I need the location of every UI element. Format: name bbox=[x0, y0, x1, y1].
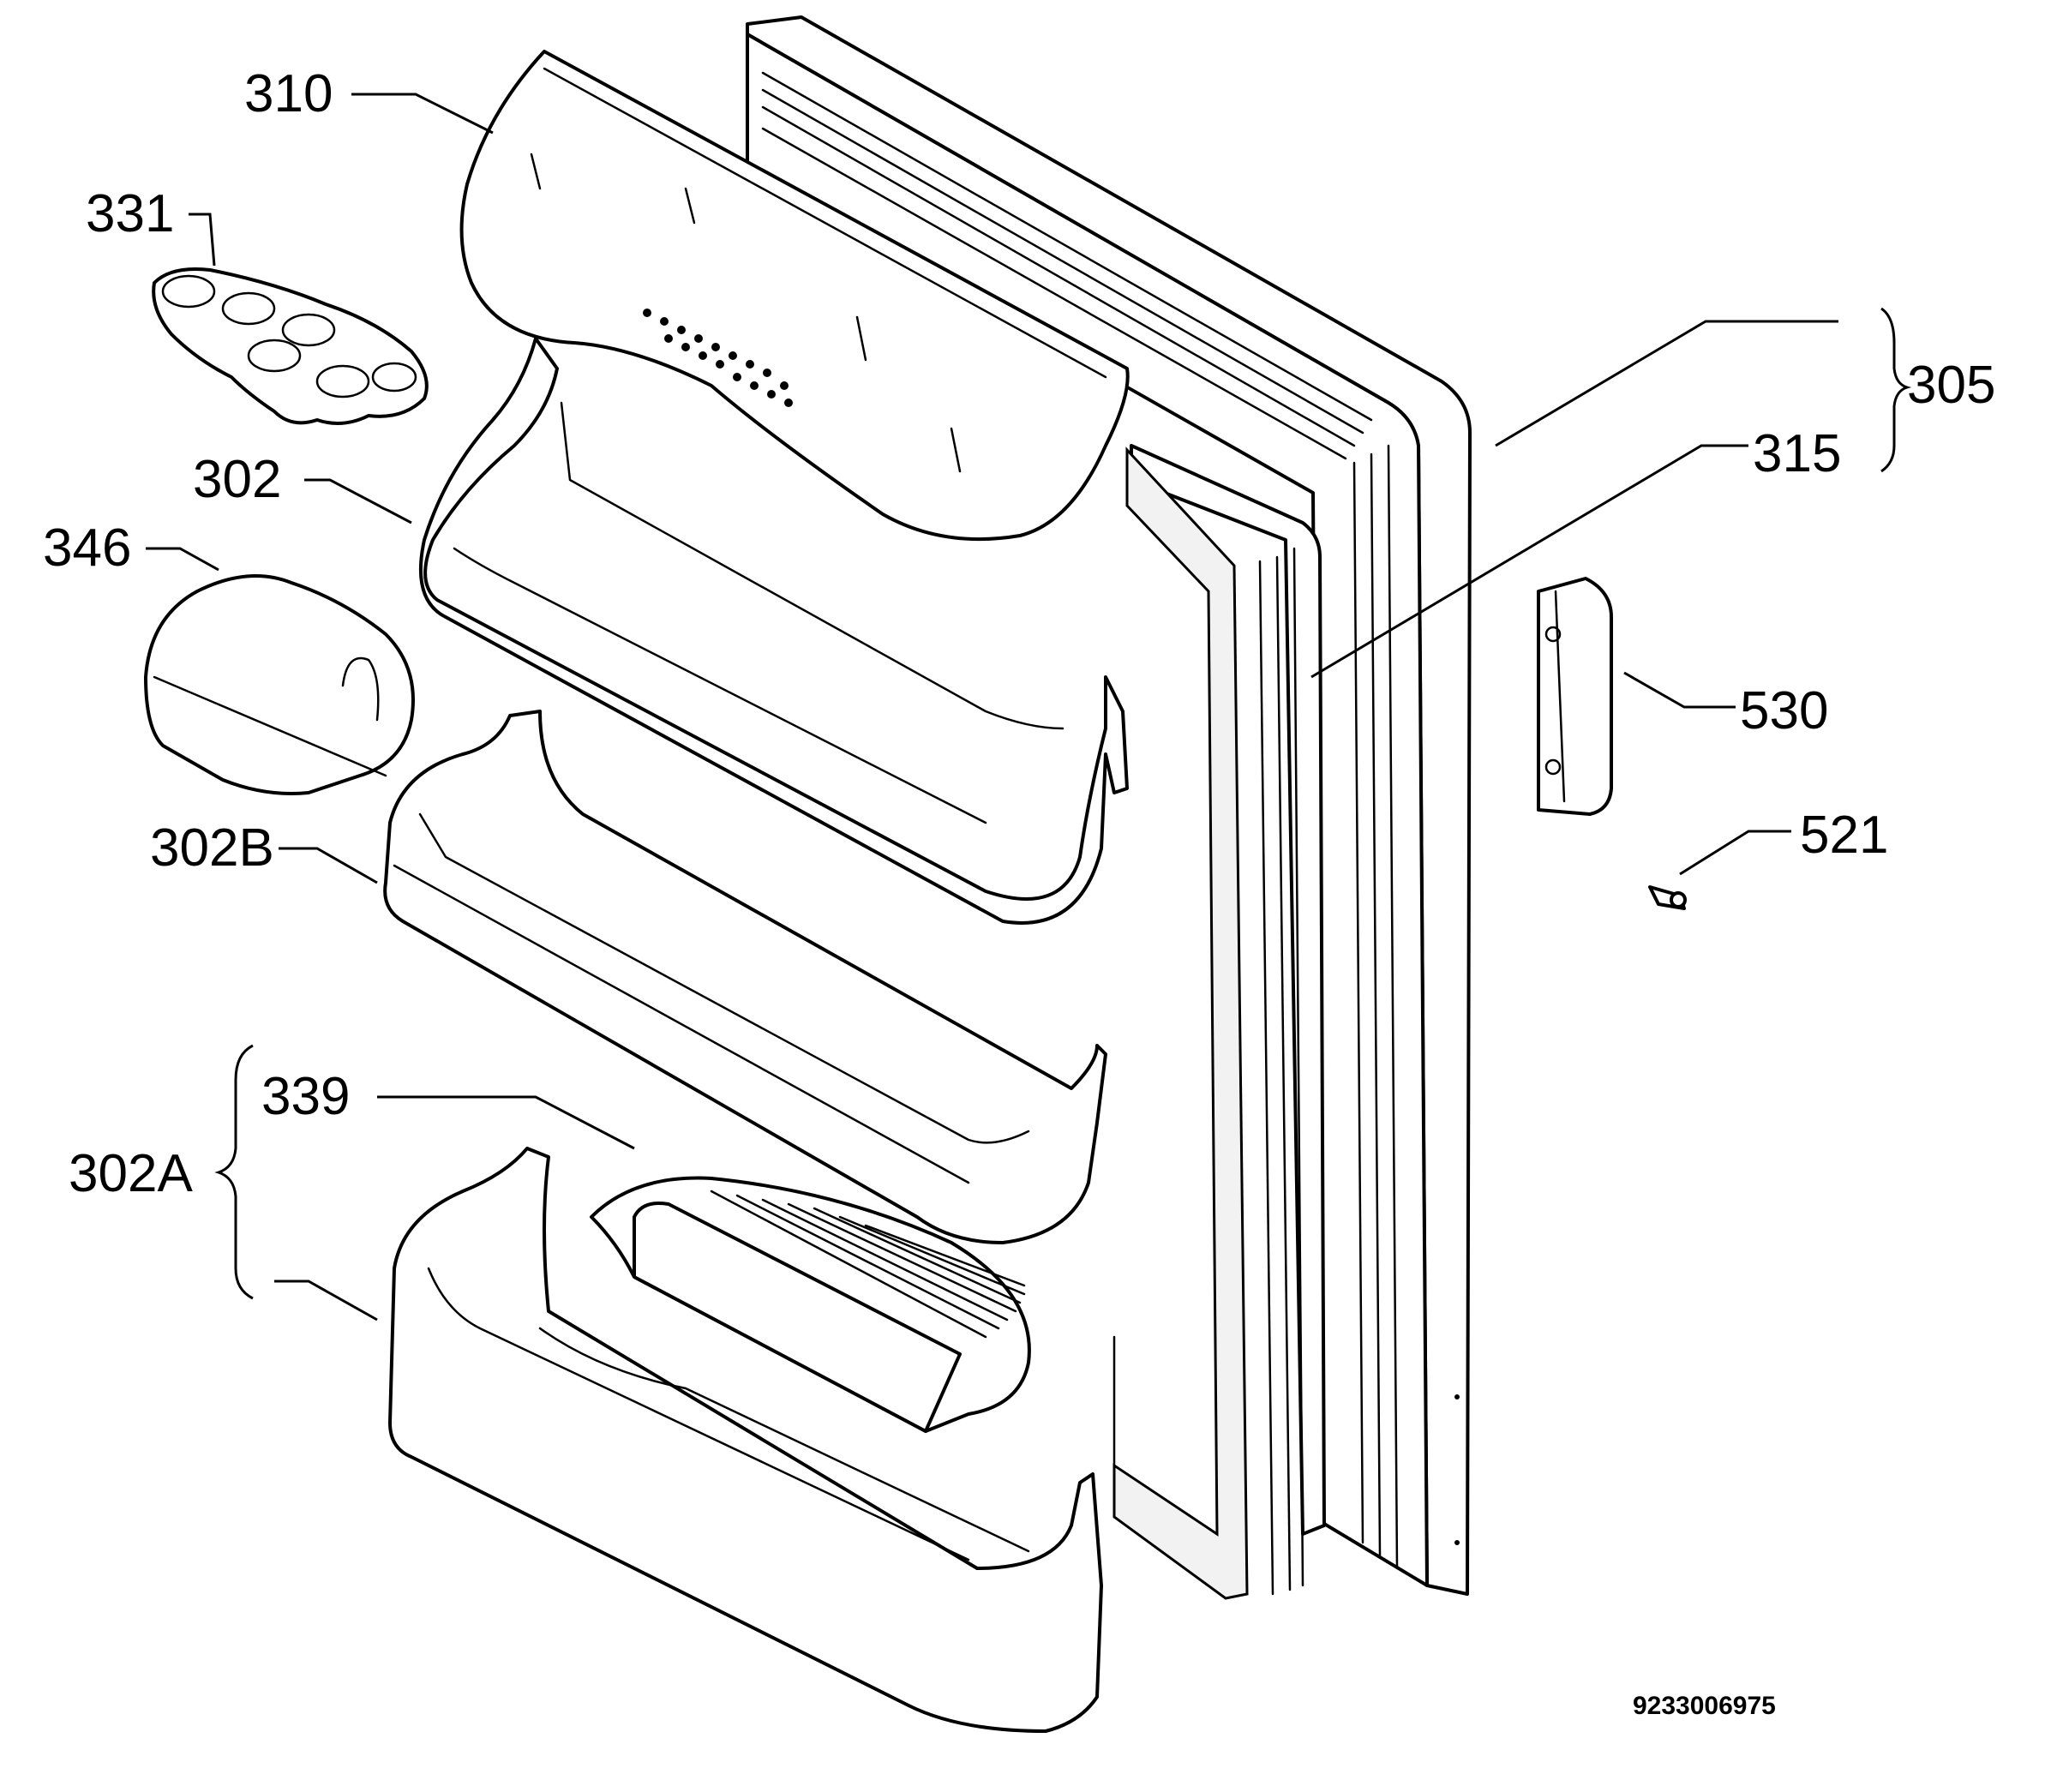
screw bbox=[1648, 885, 1687, 910]
label-305: 305 bbox=[1907, 356, 1995, 415]
brace-305 bbox=[1880, 307, 1912, 473]
document-number: 9233006975 bbox=[1633, 1692, 1776, 1720]
door-shelf-302a bbox=[388, 1147, 1103, 1733]
egg-tray bbox=[152, 267, 429, 425]
label-346: 346 bbox=[43, 518, 131, 578]
door-shelf-302b bbox=[383, 710, 1107, 1244]
label-530: 530 bbox=[1740, 681, 1828, 740]
bottle-retainer bbox=[590, 1176, 1031, 1433]
label-521: 521 bbox=[1800, 806, 1888, 865]
hinge-bracket bbox=[1537, 577, 1613, 816]
label-310: 310 bbox=[244, 64, 333, 123]
label-315: 315 bbox=[1753, 424, 1841, 483]
label-302b: 302B bbox=[150, 818, 274, 878]
door-gasket bbox=[1112, 444, 1326, 1600]
label-339: 339 bbox=[261, 1067, 350, 1126]
dairy-compartment-lid bbox=[459, 50, 1130, 542]
butter-compartment bbox=[144, 574, 415, 795]
label-331: 331 bbox=[86, 184, 174, 243]
label-302a: 302A bbox=[69, 1144, 193, 1203]
door-shelf-302 bbox=[418, 337, 1129, 925]
vent-holes bbox=[643, 309, 793, 407]
leader-lines bbox=[146, 93, 1838, 1322]
brace-302a bbox=[214, 1044, 254, 1300]
label-302: 302 bbox=[193, 450, 281, 509]
